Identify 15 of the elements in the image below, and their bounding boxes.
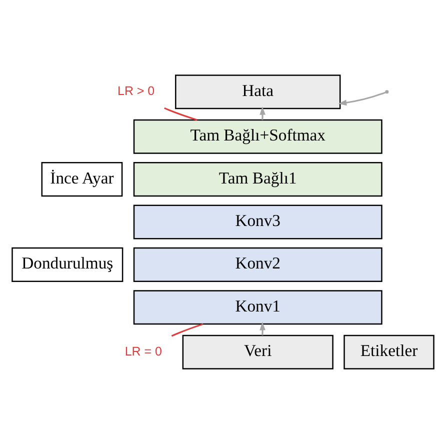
node-text: LR > 0 (118, 84, 155, 98)
node-box: Dondurulmuş (12, 246, 124, 282)
node-text: LR = 0 (124, 344, 162, 358)
node-box: İnce Ayar (41, 162, 123, 196)
arrow (260, 321, 266, 335)
node-box: Konv2 (133, 246, 382, 282)
node-box: Konv3 (133, 204, 382, 239)
arrow (338, 91, 386, 106)
node-box: Veri (182, 334, 334, 369)
arrow (260, 106, 266, 120)
node-box: Etiketler (344, 334, 434, 369)
node-box: Tam Bağlı+Softmax (133, 118, 382, 154)
node-box: Konv1 (133, 290, 382, 324)
node-box: Hata (175, 74, 341, 109)
node-box: Tam Bağlı1 (133, 162, 382, 196)
